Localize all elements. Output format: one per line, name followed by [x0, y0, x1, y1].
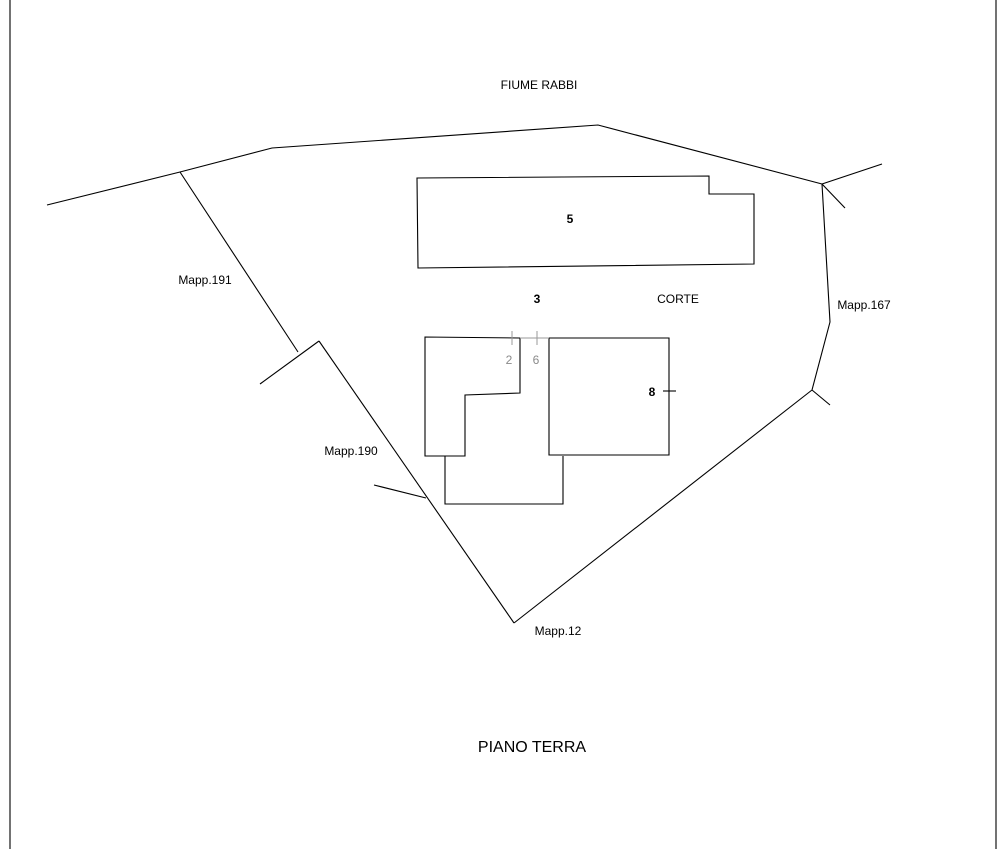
southwest-boundary-tick	[373, 484, 427, 499]
river-boundary-line	[46, 124, 823, 206]
river-label: FIUME RABBI	[501, 78, 578, 92]
unit-2-label: 2	[506, 353, 513, 367]
southwest-boundary-line	[318, 340, 515, 624]
east-boundary-tick-upper	[821, 163, 883, 185]
lower-building-l-outline	[424, 336, 521, 457]
neighbor-east-label: Mapp.167	[837, 298, 891, 312]
lower-annex-outline	[444, 456, 564, 505]
east-boundary-tick-upper-2	[821, 183, 846, 209]
unit-6-label: 6	[533, 353, 540, 367]
courtyard-label: CORTE	[657, 292, 699, 306]
west-boundary-line	[259, 340, 320, 385]
southeast-boundary-line	[513, 389, 813, 624]
room-unit-8-outline	[548, 337, 670, 456]
unit-8-label: 8	[649, 385, 656, 399]
east-boundary-tick-lower	[811, 389, 831, 406]
floor-title: PIANO TERRA	[478, 739, 587, 756]
unit-5-label: 5	[567, 212, 574, 226]
west-boundary-line-upper	[179, 171, 299, 353]
building-unit-5-outline	[416, 175, 755, 269]
east-boundary-line	[811, 183, 831, 391]
neighbor-southwest-label: Mapp.190	[324, 444, 378, 458]
neighbor-south-label: Mapp.12	[535, 624, 582, 638]
neighbor-west-label: Mapp.191	[178, 273, 232, 287]
courtyard-subalterno-label: 3	[534, 292, 541, 306]
